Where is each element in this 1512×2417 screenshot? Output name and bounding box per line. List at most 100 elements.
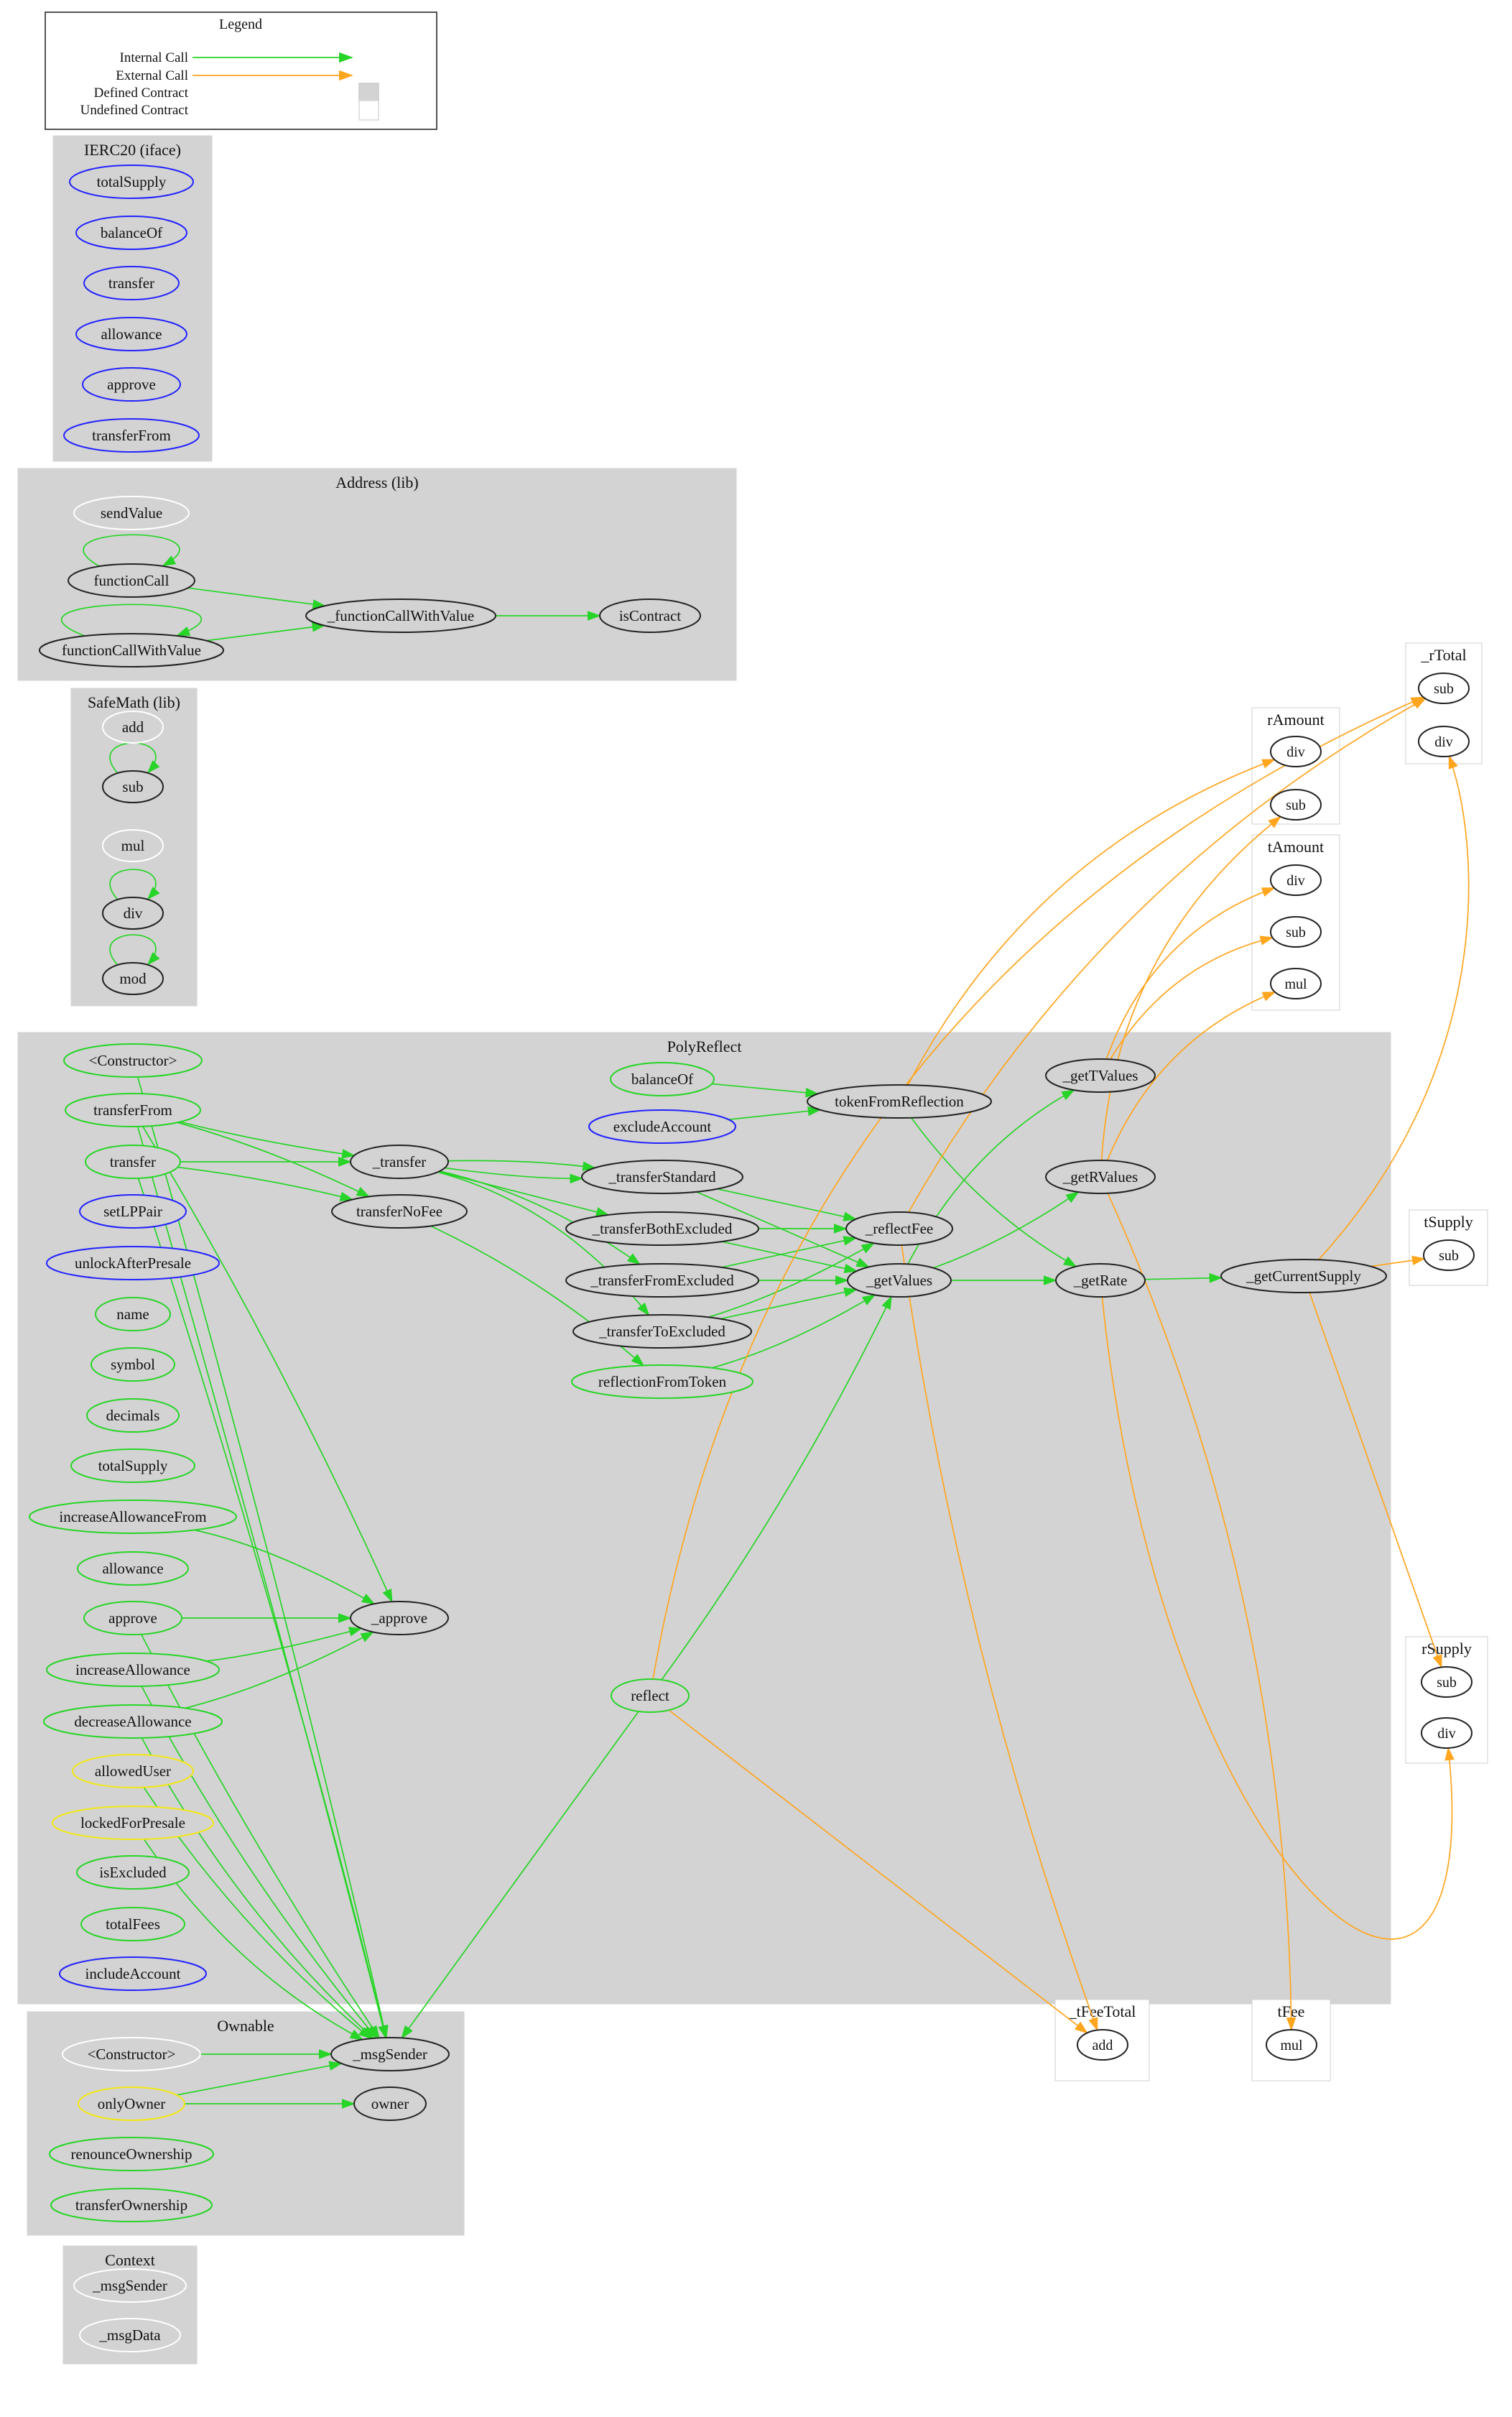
node-p__getRValues: _getRValues: [1045, 1160, 1156, 1194]
edge-a_functionCallWithValue-to-a__functionCallWithValue: [206, 622, 326, 642]
edge-p__getCurrentSupply-to-rt_div: [1318, 754, 1470, 1260]
edge-p__transferStandard-to-p__reflectFee: [717, 1188, 858, 1221]
node-label: reflectionFromToken: [598, 1373, 727, 1390]
edge-p__getRValues-to-ta_mul: [1106, 991, 1276, 1161]
node-a_sendValue: sendValue: [73, 496, 190, 530]
node-label: transfer: [108, 274, 154, 292]
node-label: symbol: [111, 1356, 155, 1373]
node-ellipse: [50, 2188, 213, 2222]
node-o_renounceOwnership: renounceOwnership: [49, 2137, 214, 2171]
node-p__reflectFee: _reflectFee: [845, 1211, 953, 1246]
node-a_functionCallWithValue: functionCallWithValue: [39, 633, 224, 667]
node-rs_sub: sub: [1421, 1666, 1472, 1698]
node-label: tokenFromReflection: [835, 1093, 964, 1110]
node-label: transferOwnership: [75, 2196, 187, 2214]
node-label: transfer: [110, 1153, 156, 1170]
node-i_approve: approve: [82, 367, 181, 402]
node-ellipse: [350, 1145, 449, 1179]
node-ellipse: [79, 1194, 187, 1229]
edge-p_reflect-to-o__msgSender: [401, 1711, 639, 2039]
node-s_mod: mod: [102, 962, 164, 995]
node-ellipse: [70, 1448, 195, 1483]
node-ellipse: [845, 1211, 953, 1246]
edge-p_reflect-to-rt_sub: [652, 696, 1425, 1680]
node-p_includeAccount: includeAccount: [59, 1956, 207, 1991]
edge-p_tokenFromReflection-to-p__getRate: [911, 1117, 1077, 1267]
node-ellipse: [65, 1093, 201, 1127]
node-p_constructor: <Constructor>: [63, 1043, 203, 1078]
node-label: decreaseAllowance: [74, 1713, 191, 1730]
node-p_name: name: [95, 1297, 171, 1331]
edge-p__transferFromExcluded-to-p__reflectFee: [721, 1236, 858, 1268]
edge-p__transfer-to-p__transferStandard: [447, 1160, 596, 1171]
node-ta_sub: sub: [1270, 916, 1322, 948]
node-label: allowance: [102, 1560, 163, 1577]
node-ellipse: [102, 711, 164, 744]
node-label: _transferStandard: [608, 1168, 716, 1186]
node-ellipse: [83, 1601, 182, 1635]
node-label: _functionCallWithValue: [327, 607, 474, 624]
node-label: sub: [122, 778, 143, 795]
node-i_allowance: allowance: [75, 317, 187, 351]
node-label: mul: [1280, 2038, 1303, 2053]
node-o_onlyOwner: onlyOwner: [78, 2086, 185, 2121]
cluster-title-polyreflect: PolyReflect: [667, 1037, 742, 1055]
node-label: approve: [107, 376, 156, 393]
node-ellipse: [52, 1806, 214, 1840]
node-p_increaseAllowance: increaseAllowance: [46, 1653, 220, 1687]
node-label: allowance: [101, 325, 162, 343]
edge-p_transferFrom-to-p__transfer: [180, 1121, 356, 1159]
node-ellipse: [86, 1398, 180, 1433]
edge-p__reflectFee-to-tft_add: [901, 1244, 1098, 2032]
node-label: transferFrom: [93, 1101, 172, 1119]
node-i_transferFrom: transferFrom: [63, 418, 200, 453]
node-label: sub: [1286, 798, 1306, 813]
edge-p__transferToExcluded-to-p__reflectFee: [708, 1242, 876, 1318]
node-tft_add: add: [1077, 2029, 1128, 2061]
edge-a_functionCall-to-a__functionCallWithValue: [187, 587, 327, 609]
node-label: functionCallWithValue: [62, 642, 201, 659]
node-label: balanceOf: [631, 1071, 693, 1088]
node-label: _getValues: [866, 1272, 932, 1289]
edge-p_reflect-to-p__getValues: [661, 1295, 892, 1681]
node-ellipse: [69, 165, 194, 199]
node-ellipse: [29, 1499, 237, 1534]
edge-p_approve-to-o__msgSender: [140, 1634, 380, 2039]
node-o_constructor: <Constructor>: [62, 2037, 201, 2071]
node-ellipse: [63, 418, 200, 453]
node-ellipse: [588, 1109, 736, 1144]
cluster-title-address: Address (lib): [335, 473, 418, 491]
node-p_lockedForPresale: lockedForPresale: [52, 1806, 214, 1840]
node-label: _transferToExcluded: [598, 1323, 725, 1340]
node-label: increaseAllowanceFrom: [59, 1508, 206, 1525]
node-p_totalSupply: totalSupply: [70, 1448, 195, 1483]
node-label: _msgSender: [92, 2277, 167, 2294]
node-label: _msgSender: [352, 2046, 427, 2063]
node-ellipse: [83, 266, 180, 300]
node-label: decimals: [106, 1407, 160, 1424]
node-a_functionCall: functionCall: [68, 563, 195, 598]
node-ellipse: [62, 2037, 201, 2071]
node-ellipse: [807, 1084, 992, 1119]
legend-label-2: Defined Contract: [94, 86, 189, 101]
node-ellipse: [102, 770, 164, 803]
node-label: _reflectFee: [865, 1220, 933, 1237]
node-label: setLPPair: [103, 1203, 162, 1220]
edge-p_increaseAllowanceFrom-to-p__approve: [194, 1529, 376, 1605]
node-ellipse: [75, 317, 187, 351]
edge-a_functionCall-to-a_functionCall: [83, 534, 180, 568]
node-label: renounceOwnership: [70, 2145, 192, 2163]
node-p__transferFromExcluded: _transferFromExcluded: [565, 1263, 759, 1298]
cluster-title-tfeetotal: _tFeeTotal: [1068, 2002, 1136, 2020]
node-label: functionCall: [94, 572, 170, 589]
node-ellipse: [1270, 968, 1322, 999]
node-ellipse: [350, 1601, 449, 1635]
node-ellipse: [571, 1364, 753, 1399]
node-c__msgSender: _msgSender: [73, 2268, 187, 2303]
node-label: transferNoFee: [356, 1203, 442, 1220]
node-ellipse: [91, 1347, 175, 1382]
node-ellipse: [599, 599, 701, 633]
node-label: sub: [1286, 925, 1306, 941]
node-label: totalSupply: [98, 1457, 168, 1474]
cluster-title-context: Context: [105, 2251, 155, 2269]
